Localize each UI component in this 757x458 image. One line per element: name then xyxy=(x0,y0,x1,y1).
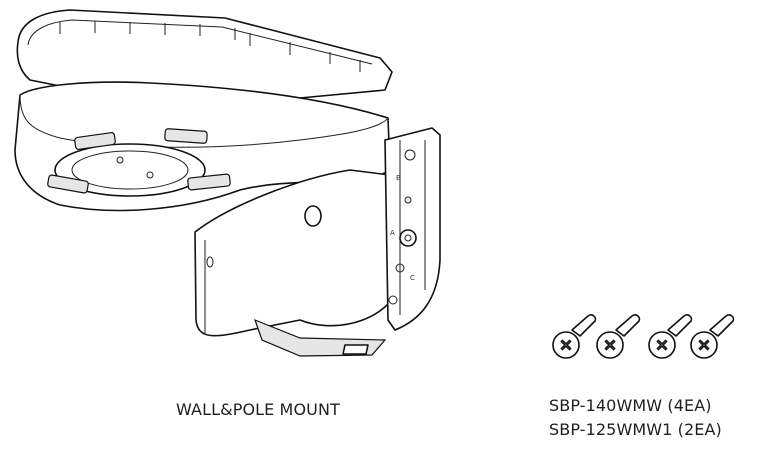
screw-4 xyxy=(690,314,735,359)
screw-caption-line-1: SBP-140WMW (4EA) xyxy=(549,396,712,415)
wall-pole-mount-drawing: B A C xyxy=(14,9,441,357)
screw-2 xyxy=(596,314,641,359)
screw-1 xyxy=(552,314,597,359)
mount-caption: WALL&POLE MOUNT xyxy=(176,400,340,419)
screw-caption-line-2: SBP-125WMW1 (2EA) xyxy=(549,420,722,439)
svg-text:C: C xyxy=(410,274,415,282)
svg-text:B: B xyxy=(396,174,401,182)
svg-text:A: A xyxy=(390,229,395,237)
screw-3 xyxy=(648,314,693,359)
screws-drawing xyxy=(552,314,735,359)
